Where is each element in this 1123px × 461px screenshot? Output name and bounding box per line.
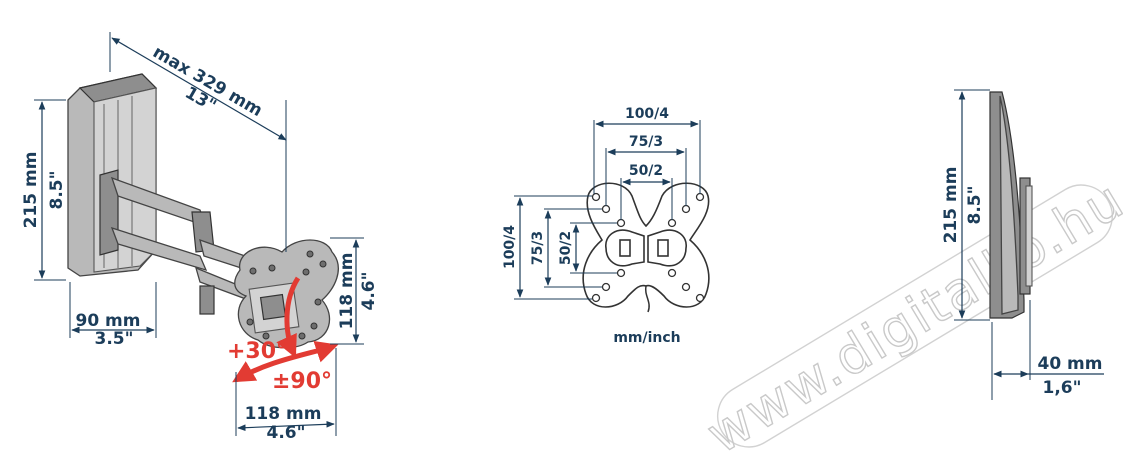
watermark: www.digitalko.hu [696, 169, 1123, 461]
vesa-h-50-label: 50/2 [629, 163, 663, 179]
height-label: 215 mm [21, 152, 41, 229]
vesa-v-75-label: 75/3 [530, 231, 546, 265]
plate-height-inch-label: 4.6" [359, 272, 379, 311]
vesa-v-100-label: 100/4 [502, 225, 518, 269]
side-height-label: 215 mm [941, 167, 961, 244]
vesa-pattern-plate [582, 182, 710, 313]
base-depth-inch-label: 3.5" [95, 329, 134, 349]
left-view: +30° ±90° max 329 mm 13" 215 mm 8.5" 90 … [21, 32, 379, 443]
swivel-label: ±90° [272, 369, 332, 394]
vesa-h-75-label: 75/3 [629, 134, 663, 150]
side-profile-illustration [989, 91, 1033, 319]
watermark-text: www.digitalko.hu [697, 170, 1123, 461]
vesa-v-50-label: 50/2 [558, 231, 574, 265]
right-view: 215 mm 8.5" 40 mm 1,6" [941, 89, 1104, 400]
swivel-arrow [232, 341, 339, 383]
side-height-inch-label: 8.5" [965, 186, 985, 225]
center-view: 100/4 75/3 50/2 100/4 75/3 50/2 mm/inch [502, 106, 710, 346]
height-inch-label: 8.5" [47, 171, 67, 210]
plate-width-label: 118 mm [245, 404, 322, 424]
plate-width-inch-label: 4.6" [267, 423, 306, 443]
side-depth-inch-label: 1,6" [1043, 378, 1082, 398]
tilt-label: +30° [227, 339, 287, 364]
vesa-h-100-label: 100/4 [625, 106, 669, 122]
units-label: mm/inch [613, 330, 680, 346]
base-depth-label: 90 mm [75, 311, 140, 331]
plate-height-label: 118 mm [337, 253, 357, 330]
side-depth-label: 40 mm [1037, 354, 1102, 374]
